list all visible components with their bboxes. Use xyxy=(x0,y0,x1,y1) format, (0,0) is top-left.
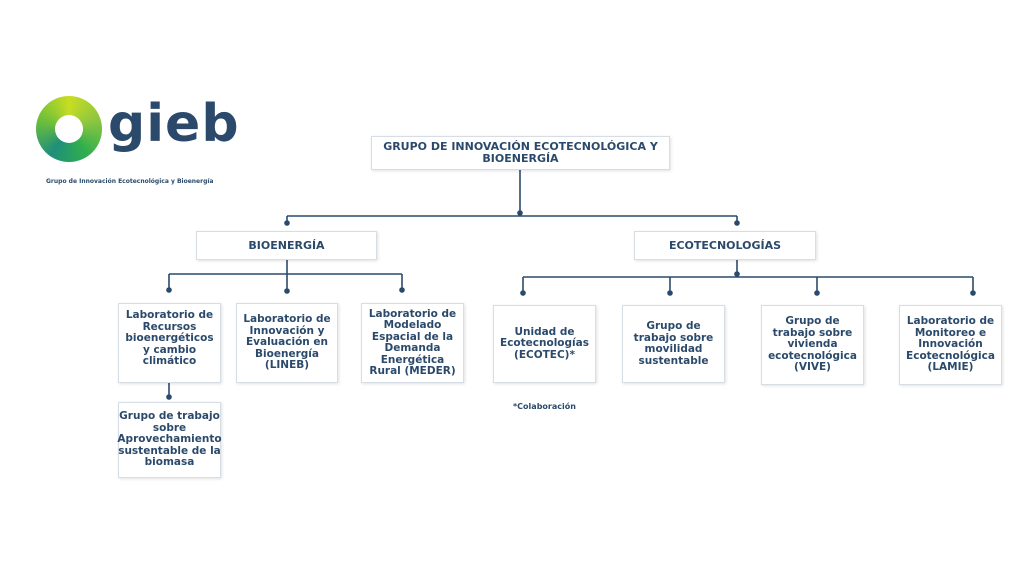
footnote-colaboracion: *Colaboración xyxy=(513,402,576,411)
node-lab-lineb: Laboratorio de Innovación y Evaluación e… xyxy=(236,303,338,383)
node-lab-lamie: Laboratorio de Monitoreo e Innovación Ec… xyxy=(899,305,1002,385)
branch-ecotecnologias: ECOTECNOLOGÍAS xyxy=(634,231,816,260)
node-grupo-biomasa: Grupo de trabajo sobre Aprovechamiento s… xyxy=(117,402,222,478)
logo-wordmark: gieb xyxy=(108,94,240,154)
logo-ring-icon xyxy=(36,96,102,162)
gieb-logo: gieb Grupo de Innovación Ecotecnológica … xyxy=(36,94,239,196)
node-lab-meder: Laboratorio de Modelado Espacial de la D… xyxy=(361,303,464,383)
branch-bioenergia: BIOENERGÍA xyxy=(196,231,377,260)
node-lab-recursos-bioenergeticos: Laboratorio de Recursos bioenergéticos y… xyxy=(118,303,221,383)
node-unidad-ecotec: Unidad de Ecotecnologías (ECOTEC)* xyxy=(493,305,596,383)
root-node: GRUPO DE INNOVACIÓN ECOTECNOLÓGICA Y BIO… xyxy=(371,136,670,170)
node-grupo-vive: Grupo de trabajo sobre vivienda ecotecno… xyxy=(761,305,864,385)
logo-subtitle: Grupo de Innovación Ecotecnológica y Bio… xyxy=(46,178,214,185)
node-grupo-movilidad: Grupo de trabajo sobre movilidad sustent… xyxy=(622,305,725,383)
